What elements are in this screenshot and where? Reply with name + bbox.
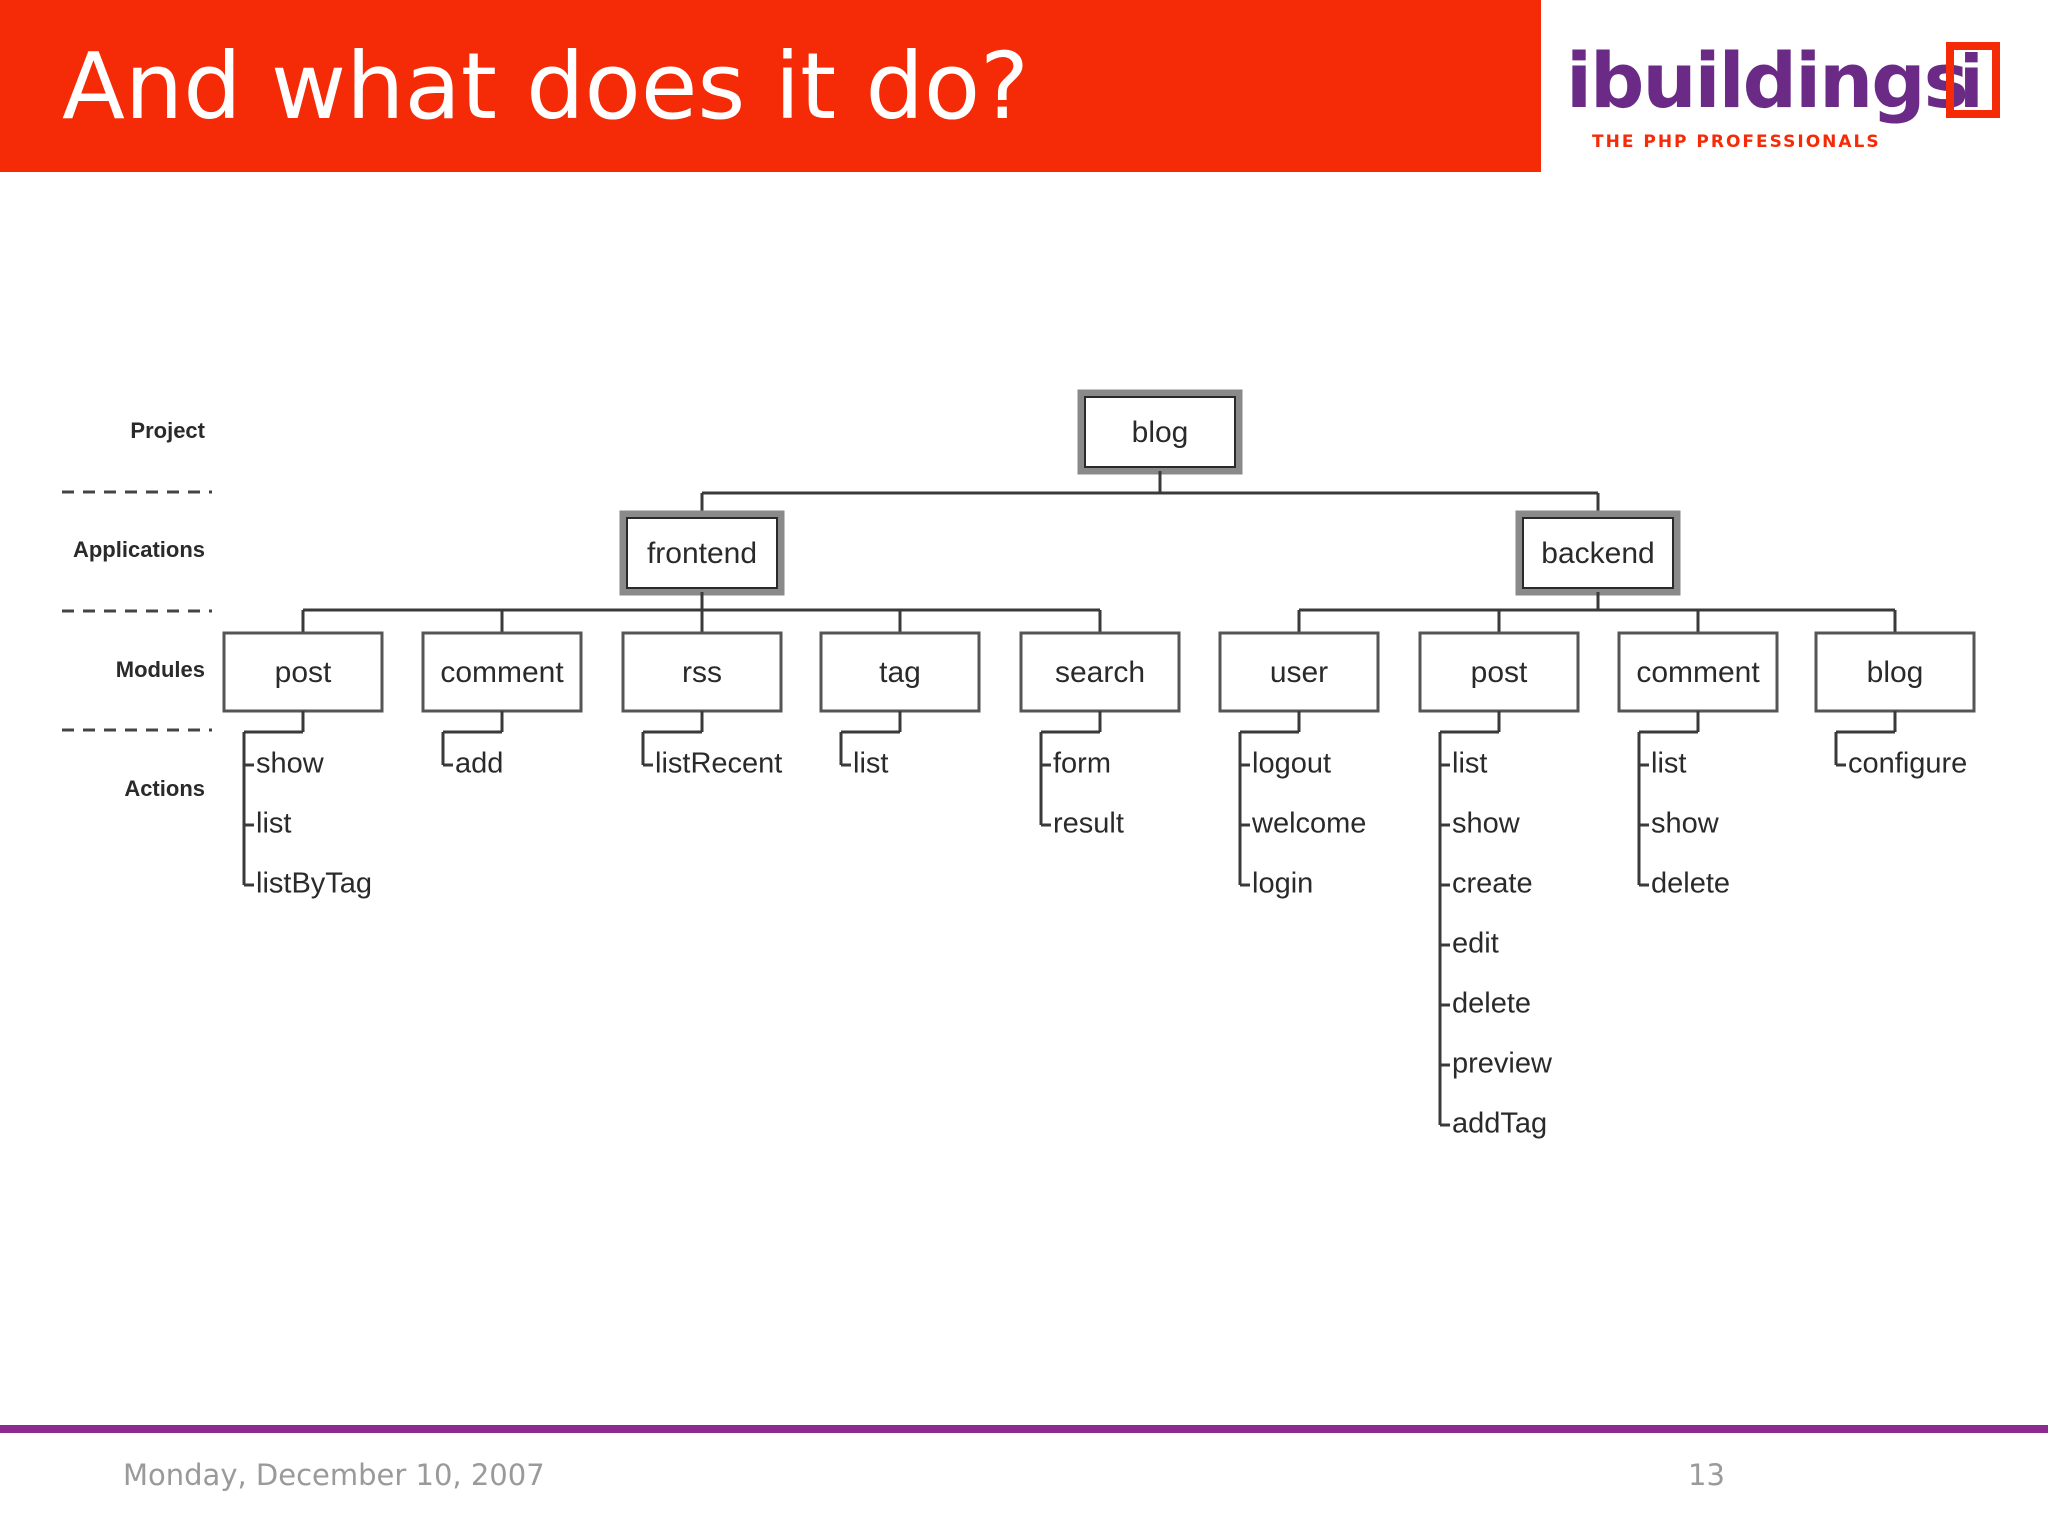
level-label-applications: Applications	[73, 537, 205, 562]
project-node: blog	[1077, 389, 1243, 475]
module-node-backend-blog: blog	[1814, 631, 1976, 713]
module-node-backend-comment: comment	[1617, 631, 1779, 713]
module-node-frontend-search-label: search	[1055, 656, 1145, 689]
page-number: 13	[1688, 1458, 1725, 1492]
footer-rule	[0, 1425, 2048, 1433]
action-frontend-post-list: list	[256, 808, 291, 840]
module-node-frontend-comment: comment	[421, 631, 583, 713]
action-frontend-search-form: form	[1053, 748, 1111, 780]
module-node-backend-user: user	[1218, 631, 1380, 713]
action-backend-comment-show: show	[1651, 808, 1720, 840]
logo-wordmark: ibuildings	[1566, 36, 1969, 125]
module-node-frontend-search-frame	[1019, 631, 1181, 713]
action-backend-comment-delete: delete	[1651, 868, 1730, 900]
action-backend-blog-configure: configure	[1848, 748, 1967, 780]
action-frontend-post-show: show	[256, 748, 325, 780]
module-node-frontend-comment-frame	[421, 631, 583, 713]
module-node-backend-user-label: user	[1270, 656, 1328, 689]
module-node-frontend-rss-frame	[621, 631, 783, 713]
module-node-backend-user-frame	[1218, 631, 1380, 713]
module-node-backend-blog-label: blog	[1867, 656, 1924, 689]
application-node-frontend-label: frontend	[647, 537, 757, 570]
application-node-backend: backend	[1515, 510, 1681, 596]
action-backend-post-edit: edit	[1452, 928, 1499, 960]
action-frontend-post-listbytag: listByTag	[256, 868, 372, 900]
module-node-frontend-comment-label: comment	[440, 656, 564, 689]
action-backend-post-addtag: addTag	[1452, 1108, 1547, 1140]
action-backend-user-welcome: welcome	[1251, 808, 1366, 840]
action-backend-post-show: show	[1452, 808, 1521, 840]
slide-title: And what does it do?	[62, 33, 1029, 140]
action-frontend-comment-add: add	[455, 748, 503, 780]
action-backend-user-logout: logout	[1252, 748, 1331, 780]
module-node-backend-post-label: post	[1471, 656, 1528, 689]
action-frontend-rss-listrecent: listRecent	[655, 748, 782, 780]
footer-date: Monday, December 10, 2007	[123, 1458, 545, 1492]
module-node-backend-post: post	[1418, 631, 1580, 713]
action-frontend-tag-list: list	[853, 748, 888, 780]
level-label-project: Project	[130, 418, 205, 443]
module-node-frontend-post-label: post	[275, 656, 332, 689]
action-frontend-search-result: result	[1053, 808, 1124, 840]
module-node-frontend-post-frame	[222, 631, 384, 713]
project-node-label: blog	[1132, 416, 1189, 449]
module-node-frontend-tag-frame	[819, 631, 981, 713]
module-node-frontend-rss-label: rss	[682, 656, 722, 689]
action-backend-post-preview: preview	[1452, 1048, 1553, 1080]
module-node-frontend-post: post	[222, 631, 384, 713]
action-backend-user-login: login	[1252, 868, 1313, 900]
logo-tagline: THE PHP PROFESSIONALS	[1592, 132, 1881, 152]
ibuildings-logo: ibuildings i THE PHP PROFESSIONALS	[1560, 30, 2030, 160]
action-backend-post-create: create	[1452, 868, 1533, 900]
logo-bracket-letter: i	[1959, 40, 1984, 124]
module-node-backend-comment-label: comment	[1636, 656, 1760, 689]
application-node-backend-inner-frame	[1522, 517, 1674, 589]
action-backend-post-list: list	[1452, 748, 1487, 780]
action-backend-post-delete: delete	[1452, 988, 1531, 1020]
module-node-frontend-rss: rss	[621, 631, 783, 713]
application-node-backend-label: backend	[1541, 537, 1654, 570]
level-label-actions: Actions	[124, 776, 205, 801]
module-node-backend-blog-frame	[1814, 631, 1976, 713]
application-node-frontend: frontend	[619, 510, 785, 596]
logo-bracket-icon	[1946, 42, 2000, 118]
module-node-frontend-tag: tag	[819, 631, 981, 713]
project-node-inner-frame	[1084, 396, 1236, 468]
module-node-frontend-search: search	[1019, 631, 1181, 713]
application-node-frontend-frame	[619, 510, 785, 596]
module-node-frontend-tag-label: tag	[879, 656, 921, 689]
title-bar: And what does it do?	[0, 0, 1541, 172]
level-label-modules: Modules	[116, 657, 205, 682]
action-backend-comment-list: list	[1651, 748, 1686, 780]
application-node-frontend-inner-frame	[626, 517, 778, 589]
